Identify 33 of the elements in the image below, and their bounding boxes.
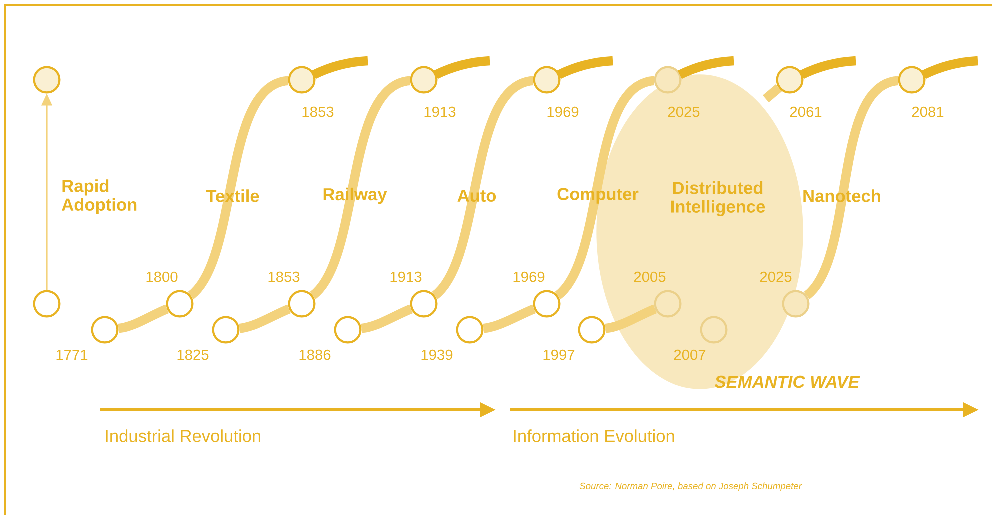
year-label: 1886 [300,350,331,360]
year-label: 1800 [146,272,178,282]
timeline-circle [33,290,61,318]
wave-curve [188,76,290,299]
year-label: 1913 [424,106,456,118]
timeline-circle [33,66,61,94]
wave-label: Computer [558,188,639,204]
year-label: 1853 [302,106,334,118]
timeline-label: Industrial Revolution [106,430,260,442]
region-caption: SEMANTIC WAVE [714,376,860,388]
year-label: 1913 [390,272,422,282]
year-label: 2005 [634,272,666,282]
year-label: 1825 [178,350,209,360]
year-label: 1939 [422,350,453,360]
year-label: 1853 [268,272,300,282]
wave-curve [118,304,170,334]
year-label: 1997 [544,350,575,360]
year-label: 2007 [674,350,706,360]
year-label: 2025 [760,272,792,282]
year-label: 2081 [912,106,944,118]
timeline-label: Information Evolution [514,430,674,442]
source-note: Source: Norman Poire, based on Joseph Schumpeter [580,482,802,492]
year-label: 1969 [514,272,545,282]
wave-curve [361,304,414,334]
wave-curve [239,304,292,334]
wave-curve [605,304,658,334]
wave-curve [432,76,535,299]
year-label: 2061 [790,106,822,118]
year-label: 1969 [548,106,579,118]
wave-curve [483,304,536,334]
year-label: 2025 [668,106,700,118]
year-label: 1771 [56,350,88,360]
axis-label: Rapid Adoption [62,180,137,214]
